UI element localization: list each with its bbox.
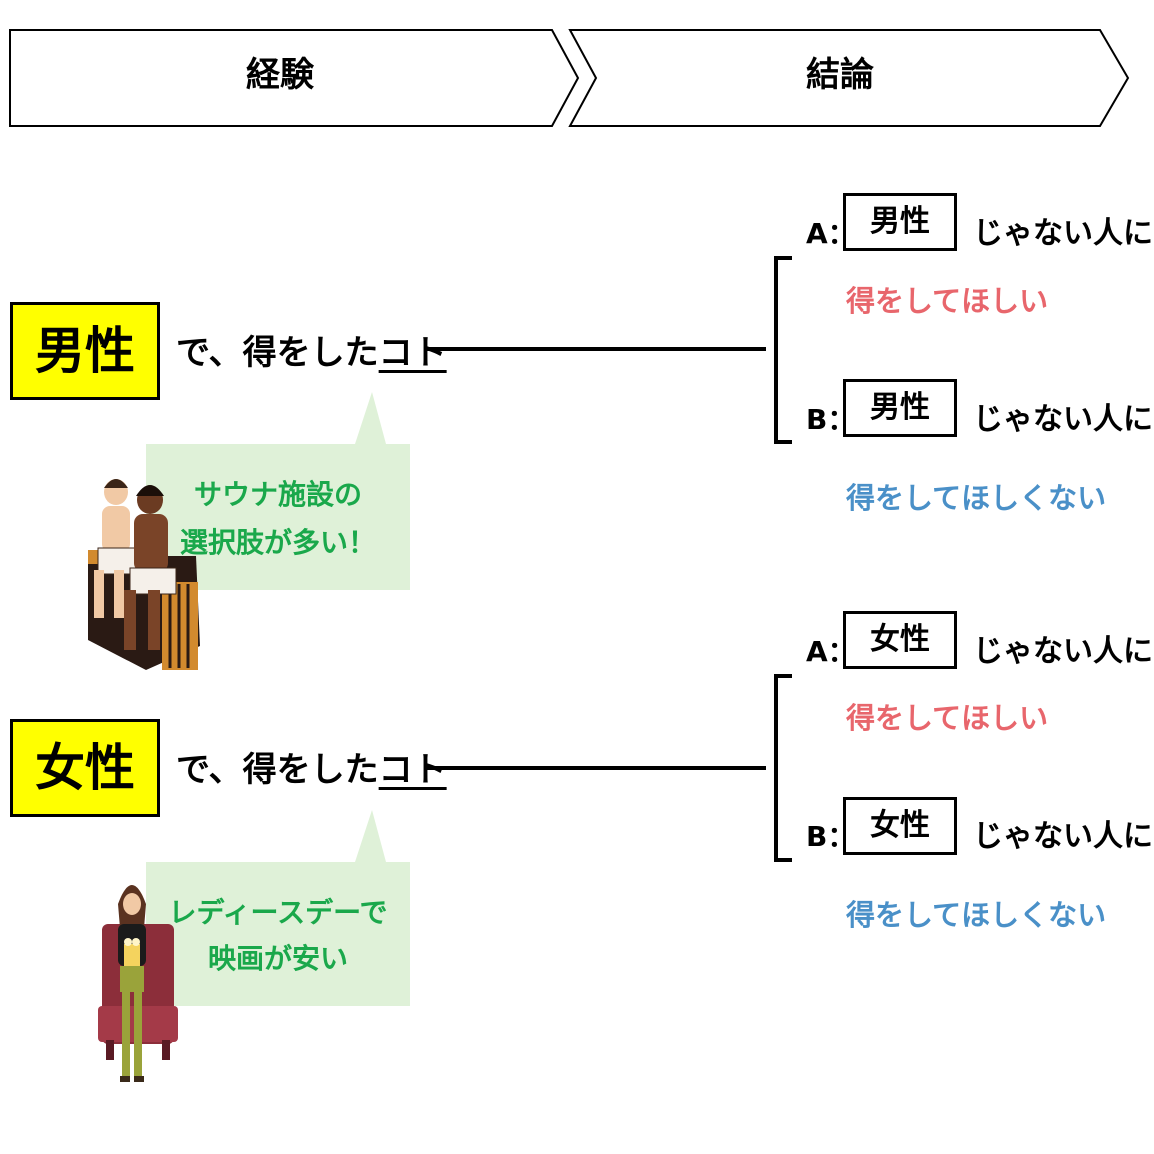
- option-a-boxed-subject: 女性: [843, 611, 957, 669]
- speech-bubble-female: [146, 810, 410, 1006]
- connector-line-male: [426, 347, 766, 351]
- option-b-boxed-subject: 女性: [843, 797, 957, 855]
- option-b-tail: じゃない人には: [973, 819, 1154, 854]
- option-b-result: 得をしてほしくない: [846, 481, 1107, 515]
- bubble-line-2: 映画が安い: [207, 942, 348, 975]
- option-a-result: 得をしてほしい: [846, 284, 1049, 318]
- subject-box-female: 女性: [10, 719, 160, 817]
- lead-text-male: で、得をしたコト: [176, 333, 447, 373]
- lead-text-female: で、得をしたコト: [176, 750, 447, 790]
- lead-prefix: で、得をした: [176, 333, 379, 373]
- lead-underlined: コト: [378, 333, 447, 373]
- option-b-boxed-subject: 男性: [843, 379, 957, 437]
- bubble-line-2: 選択肢が多い！: [179, 526, 376, 559]
- subject-box-male: 男性: [10, 302, 160, 400]
- option-a-result: 得をしてほしい: [846, 701, 1049, 735]
- cinema-woman-illustration: [98, 885, 178, 1082]
- bubble-line-1: レディースデーで: [168, 896, 388, 929]
- lead-underlined: コト: [378, 750, 447, 790]
- lead-prefix: で、得をした: [176, 750, 379, 790]
- sauna-men-illustration: [88, 479, 200, 670]
- option-b-result: 得をしてほしくない: [846, 898, 1107, 932]
- option-bracket-male: [774, 256, 792, 444]
- step-conclusion-label: 結論: [806, 55, 874, 95]
- option-a-tail: じゃない人にも: [973, 216, 1154, 251]
- connector-line-female: [426, 766, 766, 770]
- process-chevrons: [9, 29, 1130, 127]
- option-a-boxed-subject: 男性: [843, 193, 957, 251]
- step-experience-label: 経験: [246, 55, 314, 95]
- option-a-tail: じゃない人にも: [973, 634, 1154, 669]
- option-bracket-female: [774, 674, 792, 862]
- option-b-tail: じゃない人には: [973, 402, 1154, 437]
- bubble-line-1: サウナ施設の: [193, 478, 362, 511]
